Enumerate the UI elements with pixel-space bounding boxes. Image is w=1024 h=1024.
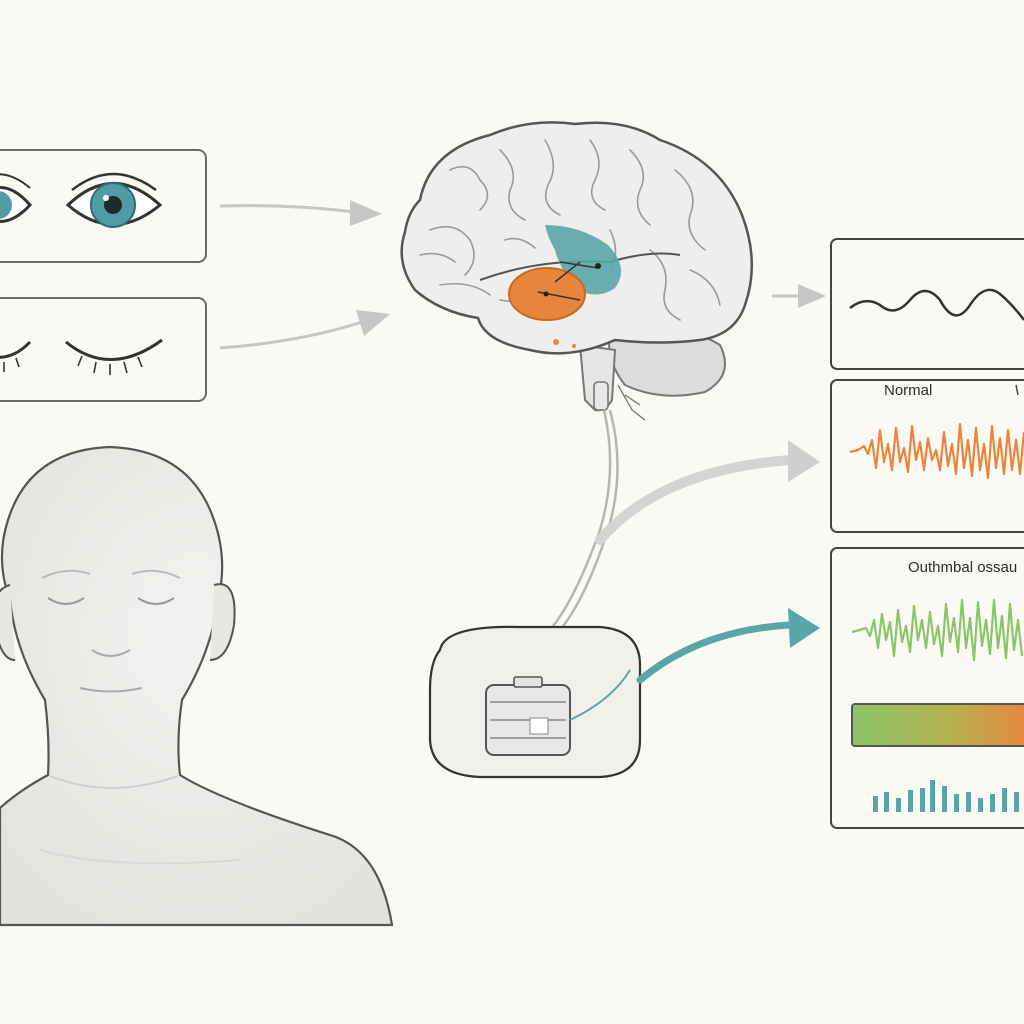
eye-closed-icon (0, 340, 32, 372)
eyes-closed-panel (0, 297, 207, 402)
stimulator-panel (428, 625, 642, 779)
spectrum-bars (873, 780, 1019, 812)
eye-open-icon (65, 172, 163, 228)
waveform-panel-abnormal: Outhmbal ossau (830, 547, 1024, 829)
neurostimulator-icon (485, 676, 571, 756)
orange-oscillation-trace (849, 422, 1024, 480)
abnormal-label: Outhmbal ossau (908, 559, 1017, 576)
eyes-open-panel (0, 149, 207, 263)
normal-label: Normal (884, 382, 932, 399)
waveform-panel-normal: Normal (830, 379, 1024, 533)
waveform-panel-top (830, 238, 1024, 370)
eye-open-icon (0, 173, 33, 223)
eye-closed-icon (65, 338, 163, 375)
arrow-lead-to-normal (595, 440, 820, 545)
arrow-eyes-closed-to-brain (219, 310, 390, 350)
arrow-brain-to-wave (772, 284, 826, 308)
gradient-level-bar (851, 703, 1024, 747)
arrow-eyes-open-to-brain (219, 200, 382, 226)
teal-target-region (545, 225, 622, 295)
arrow-stimulator-to-abnormal (636, 608, 820, 684)
brain-icon (400, 121, 753, 421)
green-oscillation-trace (851, 598, 1024, 662)
head-icon (0, 445, 394, 927)
